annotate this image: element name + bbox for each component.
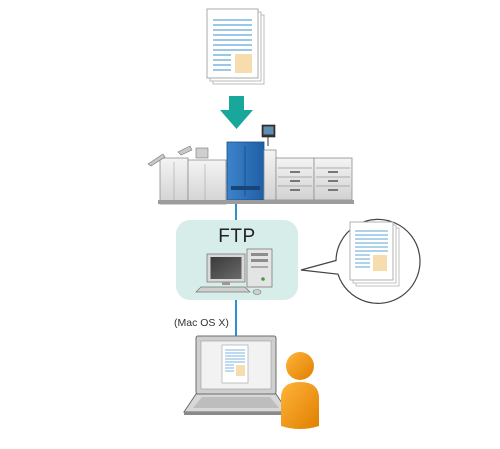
desktop-computer-icon (195, 248, 273, 295)
arrow-down-icon (220, 96, 253, 129)
user-icon (281, 352, 319, 429)
client-os-label: (Mac OS X) (174, 317, 229, 329)
printer-icon (147, 124, 354, 205)
source-document-icon (206, 8, 265, 85)
laptop-icon (183, 335, 289, 415)
stored-document-icon (349, 221, 400, 287)
ftp-server-label: FTP (218, 226, 256, 247)
